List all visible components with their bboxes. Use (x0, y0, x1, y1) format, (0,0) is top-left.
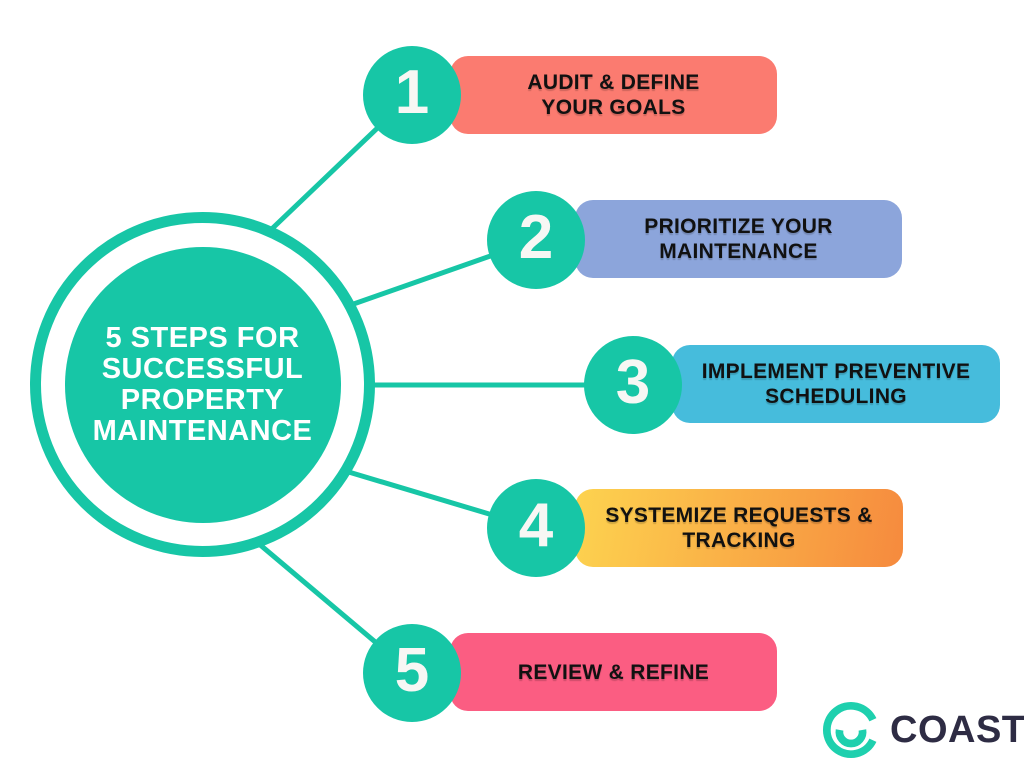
step-1-card: AUDIT & DEFINE YOUR GOALS (450, 56, 777, 134)
step-2-label: MAINTENANCE (659, 240, 818, 263)
step-3-label: IMPLEMENT PREVENTIVE (701, 360, 971, 383)
step-5-label: REVIEW & REFINE (517, 660, 710, 684)
center-title-line: PROPERTY (120, 383, 285, 416)
center-title-line: 5 STEPS FOR (105, 321, 300, 354)
coast-ring-shape (822, 701, 877, 759)
step-4-label: SYSTEMIZE REQUESTS & (605, 504, 873, 527)
coast-smile-shape (835, 729, 867, 748)
step-5-number-badge: 5 (363, 624, 461, 722)
step-2-number-badge: 2 (487, 191, 585, 289)
step-3-number: 3 (615, 348, 651, 417)
step-3-label: SCHEDULING (765, 385, 907, 408)
step-1-number-badge: 1 (363, 46, 461, 144)
step-4-label: TRACKING (682, 529, 796, 552)
step-5-card: REVIEW & REFINE (450, 633, 777, 711)
step-1-number: 1 (394, 58, 430, 127)
step-5-number: 5 (394, 636, 430, 705)
step-2-card: PRIORITIZE YOUR MAINTENANCE (575, 200, 902, 278)
center-title-line: SUCCESSFUL (101, 352, 304, 385)
step-2-label: PRIORITIZE YOUR (644, 215, 833, 238)
coast-logo: COAST (822, 701, 1024, 759)
step-4-card: SYSTEMIZE REQUESTS & TRACKING (575, 489, 903, 567)
step-3-number-badge: 3 (584, 336, 682, 434)
center-title-line: MAINTENANCE (92, 414, 313, 447)
step-2-number: 2 (518, 203, 554, 272)
step-4-number: 4 (518, 491, 554, 560)
step-1-label: AUDIT & DEFINE (527, 71, 700, 94)
center-title: 5 STEPS FOR SUCCESSFUL PROPERTY MAINTENA… (64, 246, 341, 523)
coast-brand-text: COAST (890, 708, 1024, 751)
step-3-card: IMPLEMENT PREVENTIVE SCHEDULING (672, 345, 1000, 423)
center-circle: 5 STEPS FOR SUCCESSFUL PROPERTY MAINTENA… (30, 212, 375, 557)
coast-smile-icon (822, 701, 877, 759)
step-4-number-badge: 4 (487, 479, 585, 577)
step-1-label: YOUR GOALS (541, 96, 686, 119)
